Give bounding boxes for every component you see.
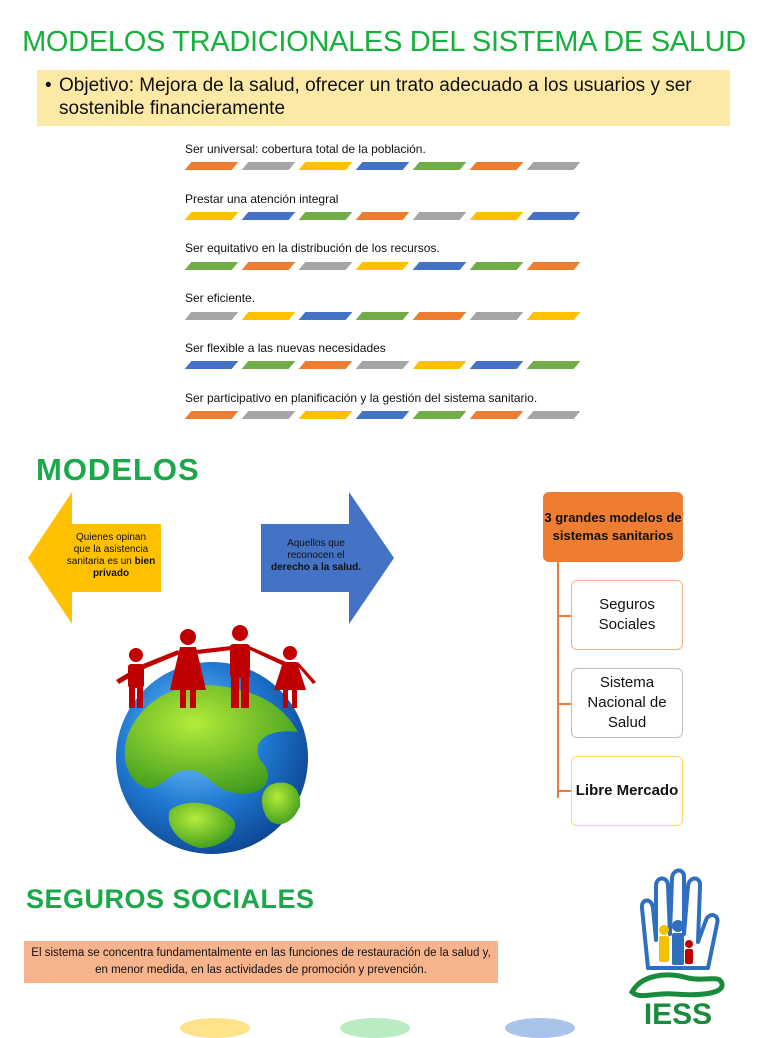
- wave-icon: [628, 972, 725, 999]
- bar-segment: [355, 162, 410, 170]
- logo-text: IESS: [644, 998, 712, 1024]
- requirement-item: Ser participativo en planificación y la …: [185, 391, 538, 405]
- seguros-heading: SEGUROS SOCIALES: [26, 884, 315, 914]
- seguros-description: El sistema se concentra fundamentalmente…: [24, 941, 498, 983]
- bar-segment: [412, 312, 467, 320]
- bar-segment: [412, 262, 467, 270]
- bar-segment: [412, 361, 467, 369]
- bar-segment: [241, 361, 296, 369]
- bar-segment: [184, 262, 239, 270]
- iess-logo: IESS: [628, 868, 725, 1024]
- bar-segment: [469, 262, 524, 270]
- bar-segment: [241, 312, 296, 320]
- partial-shape-yellow: [180, 1018, 250, 1038]
- bar-segment: [526, 262, 581, 270]
- left-arrow-text: Quienes opinan que la asistencia sanitar…: [66, 532, 156, 579]
- bar-segment: [355, 262, 410, 270]
- bar-segment: [298, 262, 353, 270]
- bar-segment: [241, 262, 296, 270]
- bar-segment: [355, 411, 410, 419]
- bar-segment: [298, 162, 353, 170]
- tree-connector: [557, 703, 571, 705]
- bar-segment: [355, 312, 410, 320]
- left-arrow-shape: [28, 492, 161, 624]
- model-box-seguros-sociales: Seguros Sociales: [571, 580, 683, 650]
- bar-segment: [241, 212, 296, 220]
- bar-segment: [469, 361, 524, 369]
- globe-people-illustration: [116, 625, 316, 854]
- bar-segment: [412, 212, 467, 220]
- partial-shape-blue: [505, 1018, 575, 1038]
- objective-text: Objetivo: Mejora de la salud, ofrecer un…: [59, 75, 692, 119]
- bar-segment: [526, 162, 581, 170]
- bar-segment: [298, 212, 353, 220]
- bar-segment: [241, 162, 296, 170]
- bar-segment: [526, 212, 581, 220]
- bar-segment: [298, 361, 353, 369]
- tree-root-box: 3 grandes modelos de sistemas sanitarios: [543, 492, 683, 562]
- bar-segment: [412, 162, 467, 170]
- page-title: MODELOS TRADICIONALES DEL SISTEMA DE SAL…: [22, 26, 746, 58]
- family-icon: [659, 920, 693, 965]
- bar-segment: [184, 361, 239, 369]
- bar-segment: [298, 411, 353, 419]
- model-box-sistema-nacional: Sistema Nacional de Salud: [571, 668, 683, 738]
- tree-connector: [557, 790, 571, 792]
- bar-segment: [412, 411, 467, 419]
- partial-shape-green: [340, 1018, 410, 1038]
- requirement-item: Ser eficiente.: [185, 291, 256, 305]
- bar-segment: [526, 361, 581, 369]
- bar-segment: [184, 411, 239, 419]
- bar-segment: [469, 411, 524, 419]
- bar-segment: [184, 212, 239, 220]
- bar-segment: [241, 411, 296, 419]
- hand-icon: [639, 868, 720, 970]
- right-arrow-shape: [261, 492, 394, 624]
- requirement-item: Ser equitativo en la distribución de los…: [185, 241, 440, 255]
- objective-bullet: •: [45, 75, 52, 96]
- modelos-heading: MODELOS: [36, 452, 200, 487]
- bar-segment: [526, 411, 581, 419]
- bar-segment: [469, 162, 524, 170]
- bar-segment: [526, 312, 581, 320]
- requirement-item: Ser universal: cobertura total de la pob…: [185, 142, 426, 156]
- globe-icon: [116, 662, 308, 854]
- bar-segment: [298, 312, 353, 320]
- tree-connector: [557, 615, 571, 617]
- bar-segment: [469, 312, 524, 320]
- people-icon: [116, 625, 316, 708]
- requirement-item: Ser flexible a las nuevas necesidades: [185, 341, 386, 355]
- bar-segment: [184, 162, 239, 170]
- objective-box: • Objetivo: Mejora de la salud, ofrecer …: [37, 70, 730, 126]
- bar-segment: [355, 212, 410, 220]
- bar-segment: [355, 361, 410, 369]
- tree-connector-vertical: [557, 562, 559, 798]
- requirement-item: Prestar una atención integral: [185, 192, 339, 206]
- model-box-libre-mercado: Libre Mercado: [571, 756, 683, 826]
- bar-segment: [469, 212, 524, 220]
- bar-segment: [184, 312, 239, 320]
- right-arrow-text: Aquellos que reconocen el derecho a la s…: [270, 538, 362, 573]
